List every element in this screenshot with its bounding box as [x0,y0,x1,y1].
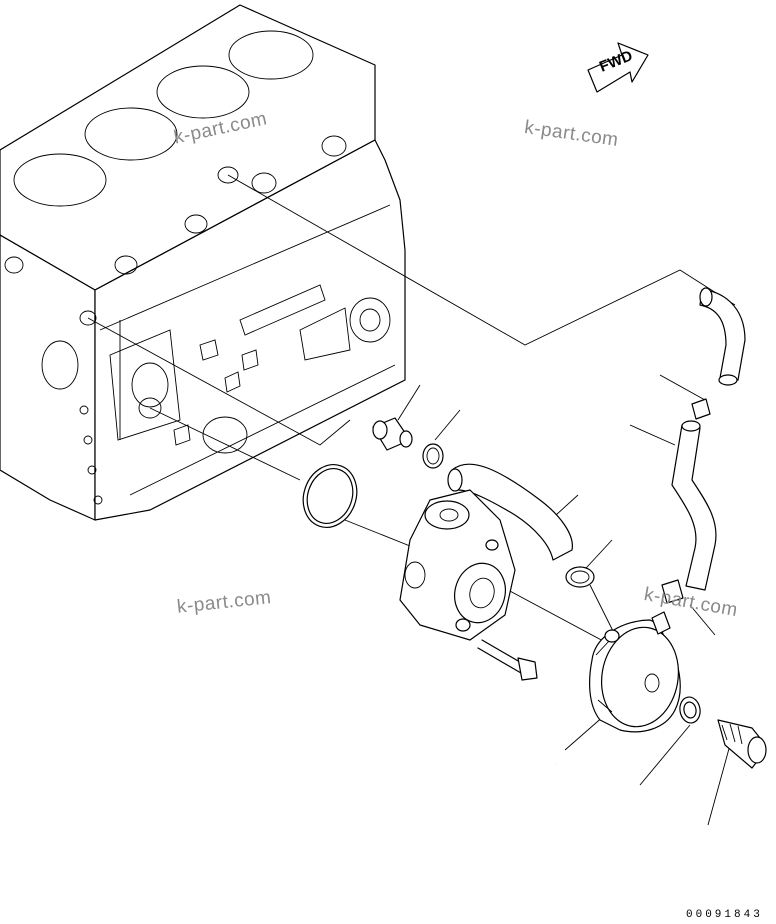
drawing-number: 00091843 [686,909,763,921]
o-ring[interactable] [295,457,366,535]
hose-clamp-lower[interactable] [565,566,595,588]
center-bolt[interactable] [717,719,767,769]
connector-bolt[interactable] [372,417,413,451]
leader-lines [87,174,736,826]
flange-bolt[interactable] [477,639,538,681]
rubber-hose[interactable] [447,463,573,561]
hose-clamp[interactable] [422,443,444,469]
oil-cooler-bracket[interactable] [399,489,516,641]
engine-block[interactable] [0,4,406,521]
hose-fitting[interactable] [661,579,684,604]
gasket[interactable] [678,695,702,724]
forward-arrow-icon [587,42,649,93]
hose-tube[interactable] [671,420,717,591]
oil-filter[interactable] [589,611,686,733]
breather-hose[interactable] [691,287,746,420]
svg-text:.: . [555,762,556,766]
